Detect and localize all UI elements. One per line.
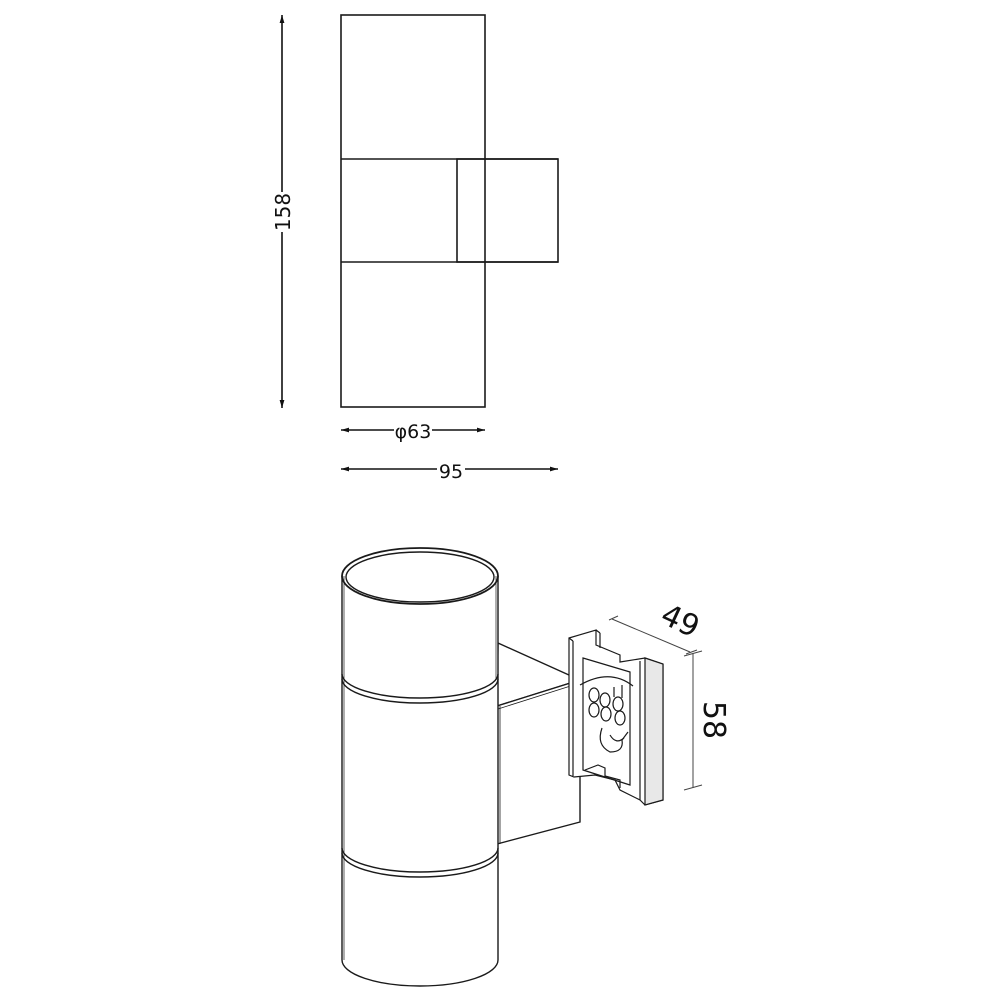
width-dimension: 95 <box>341 459 558 483</box>
cylinder-body-outline <box>340 14 486 408</box>
height-dimension: 158 <box>271 15 295 408</box>
mount-depth-dimension: 49 <box>608 597 705 655</box>
wall-arm <box>496 641 582 845</box>
height-dimension-label: 158 <box>271 193 295 231</box>
front-view <box>340 14 559 408</box>
cylinder <box>341 547 499 987</box>
mount-height-label: 58 <box>696 701 731 739</box>
cylinder-top-rim <box>341 547 499 605</box>
width-dimension-label: 95 <box>439 461 463 483</box>
mount-depth-label: 49 <box>655 597 704 645</box>
mount-height-dimension: 58 <box>683 650 731 791</box>
mounting-plate <box>568 629 664 806</box>
lower-band <box>341 847 499 873</box>
isometric-view <box>341 547 664 987</box>
upper-band <box>341 673 499 699</box>
diameter-dimension: φ63 <box>341 420 485 443</box>
wall-arm-box <box>456 158 559 263</box>
diameter-dimension-label: φ63 <box>395 421 432 443</box>
terminal-block <box>579 676 634 753</box>
